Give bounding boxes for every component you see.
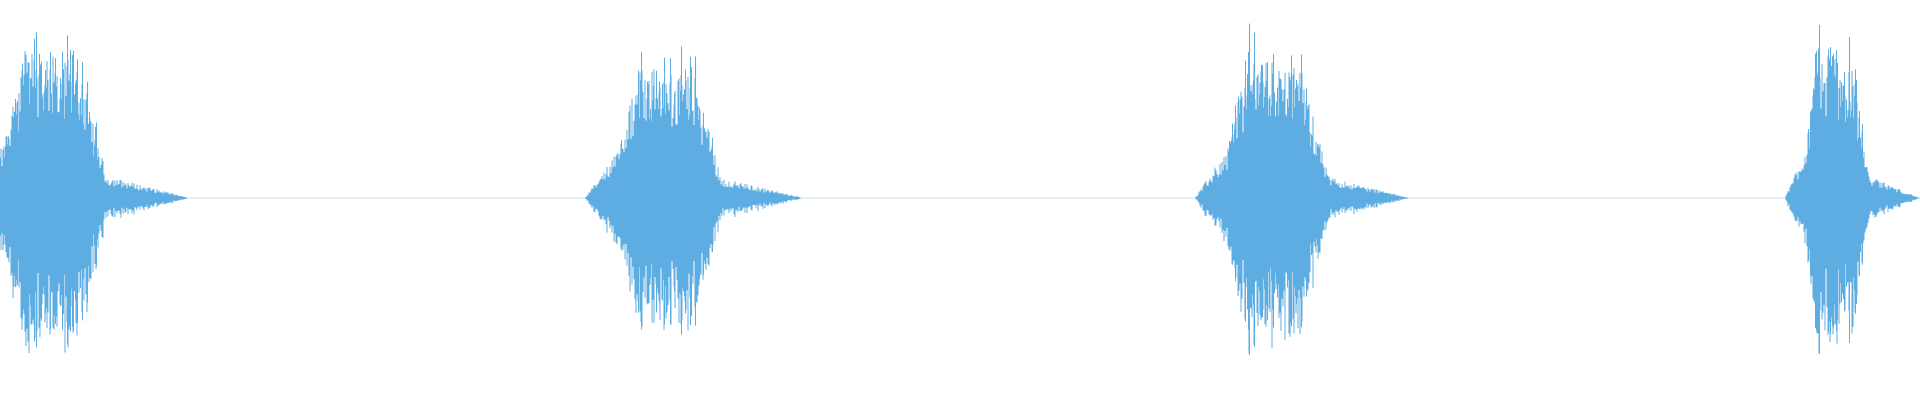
waveform-bursts [0, 23, 1919, 355]
waveform-burst-shape [0, 32, 187, 354]
waveform-burst-shape [585, 46, 801, 335]
waveform-burst-shape [1785, 24, 1919, 354]
waveform-burst-2 [585, 46, 801, 335]
waveform-burst-shape [1195, 23, 1408, 355]
waveform-burst-3 [1195, 23, 1408, 355]
waveform-burst-4 [1785, 24, 1919, 354]
waveform-burst-1 [0, 32, 187, 354]
